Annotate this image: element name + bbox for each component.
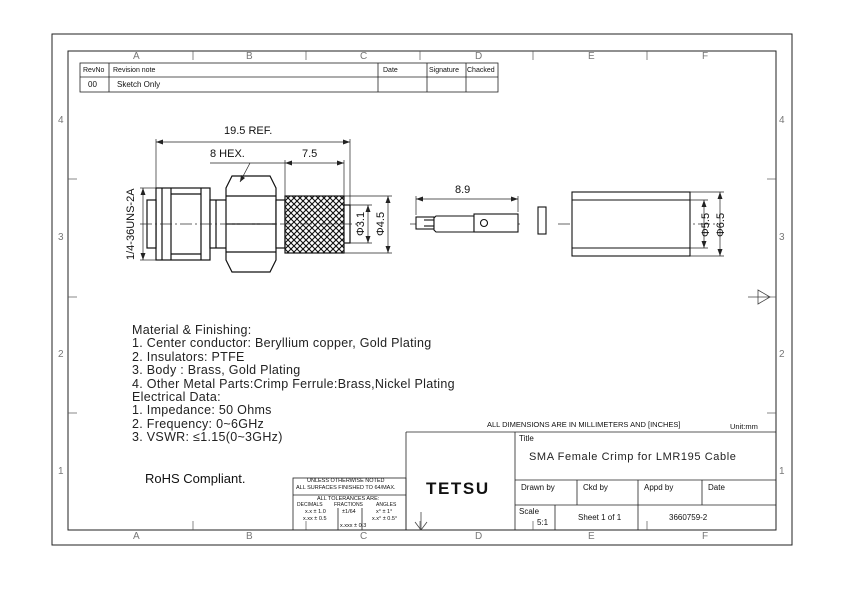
tol-angle-1: x° ± 1° — [376, 509, 393, 515]
tol-decimal-2: x.xx ± 0.5 — [303, 516, 327, 522]
rev-header-revno: RevNo — [83, 67, 105, 74]
zone-label-bottom-d: D — [475, 531, 483, 542]
rohs-statement: RoHS Compliant. — [145, 471, 246, 486]
notes-line: 1. Impedance: 50 Ohms — [132, 403, 272, 418]
zone-label-right-3: 3 — [779, 232, 785, 243]
dim-pin-length: 8.9 — [455, 184, 471, 196]
zone-label-left-3: 3 — [58, 232, 64, 243]
outer-frame — [51, 33, 793, 546]
zone-label-top-a: A — [133, 51, 140, 62]
rev-row-number: 00 — [88, 80, 97, 89]
zone-label-left-1: 1 — [58, 466, 64, 477]
tol-line-2: ALL SURFACES FINISHED TO 64/MAX. — [296, 485, 396, 491]
zone-label-bottom-e: E — [588, 531, 595, 542]
orientation-mark-bottom — [414, 512, 428, 531]
sheet-number: Sheet 1 of 1 — [578, 513, 622, 522]
dim-overall-length: 19.5 REF. — [224, 125, 273, 137]
zone-label-bottom-f: F — [702, 531, 709, 542]
material-notes: Material & Finishing: 1. Center conducto… — [132, 323, 455, 445]
tol-header-decimals: DECIMALS — [297, 502, 323, 508]
tol-line-1: UNLESS OTHERWISE NOTED — [307, 478, 385, 484]
dim-ferrule-inner-dia: Φ5.5 — [700, 212, 712, 237]
unit-label: Unit:mm — [730, 422, 758, 431]
revision-table — [79, 62, 499, 93]
notes-line: 3. VSWR: ≤1.15(0~3GHz) — [132, 430, 283, 445]
notes-line: Electrical Data: — [132, 390, 221, 405]
dim-ferrule-length: 7.5 — [302, 148, 318, 160]
scale-label: Scale — [519, 507, 540, 516]
company-logo: TETSU — [426, 479, 490, 498]
zone-label-top-c: C — [360, 51, 368, 62]
notes-line: 2. Frequency: 0~6GHz — [132, 416, 265, 431]
notes-line: 2. Insulators: PTFE — [132, 349, 245, 364]
crimp-ferrule-view — [571, 191, 691, 257]
orientation-mark-right — [748, 289, 771, 305]
zone-label-bottom-a: A — [133, 531, 140, 542]
tol-header-fractions: FRACTIONS — [334, 502, 363, 508]
drawn-by-label: Drawn by — [521, 483, 555, 492]
rev-header-checked: Chacked — [467, 67, 495, 74]
notes-line: 3. Body : Brass, Gold Plating — [132, 363, 301, 378]
zone-label-right-4: 4 — [779, 115, 785, 126]
dim-hex: 8 HEX. — [210, 148, 245, 160]
dim-dia-4-5: Φ4.5 — [375, 211, 387, 236]
approved-by-label: Appd by — [644, 483, 674, 492]
drawing-title: SMA Female Crimp for LMR195 Cable — [529, 451, 737, 463]
notes-line: 1. Center conductor: Beryllium copper, G… — [132, 336, 432, 351]
zone-label-top-d: D — [475, 51, 483, 62]
zone-label-right-2: 2 — [779, 349, 785, 360]
checked-by-label: Ckd by — [583, 483, 608, 492]
tol-decimal-1: x.x ± 1.0 — [305, 509, 326, 515]
zone-label-top-b: B — [246, 51, 253, 62]
center-pin-view — [415, 213, 519, 233]
zone-label-top-e: E — [588, 51, 595, 62]
zone-label-top-f: F — [702, 51, 709, 62]
notes-line: Material & Finishing: — [132, 323, 252, 337]
tol-line-3: ALL TOLERANCES ARE: — [317, 496, 380, 502]
title-label: Title — [519, 434, 534, 443]
zone-label-right-1: 1 — [779, 466, 785, 477]
insulator-view — [537, 206, 547, 235]
rev-row-note: Sketch Only — [117, 80, 161, 89]
inner-frame — [67, 50, 777, 531]
rev-header-signature: Signature — [429, 67, 459, 74]
tol-angle-2: x.x° ± 0.5° — [372, 516, 398, 522]
zone-label-left-4: 4 — [58, 115, 64, 126]
tol-fraction-1: ±1/64 — [342, 509, 356, 515]
tol-header-angles: ANGLES — [376, 502, 397, 508]
part-number: 3660759-2 — [669, 513, 708, 522]
rev-header-date: Date — [383, 67, 398, 74]
dim-ferrule-outer-dia: Φ6.5 — [715, 212, 727, 237]
rev-header-note: Revision note — [113, 67, 156, 74]
units-note: ALL DIMENSIONS ARE IN MILLIMETERS AND [I… — [487, 420, 681, 429]
dim-dia-3-1: Φ3.1 — [355, 211, 367, 236]
notes-line: 4. Other Metal Parts:Crimp Ferrule:Brass… — [132, 376, 455, 391]
title-block-frame — [292, 431, 776, 531]
zone-label-bottom-b: B — [246, 531, 253, 542]
tol-decimal-3: x.xxx ± 0.3 — [340, 523, 367, 529]
zone-label-bottom-c: C — [360, 531, 368, 542]
zone-label-left-2: 2 — [58, 349, 64, 360]
dim-thread-spec: 1/4-36UNS-2A — [125, 188, 137, 260]
date-label: Date — [708, 483, 725, 492]
scale-value: 5:1 — [537, 518, 549, 527]
